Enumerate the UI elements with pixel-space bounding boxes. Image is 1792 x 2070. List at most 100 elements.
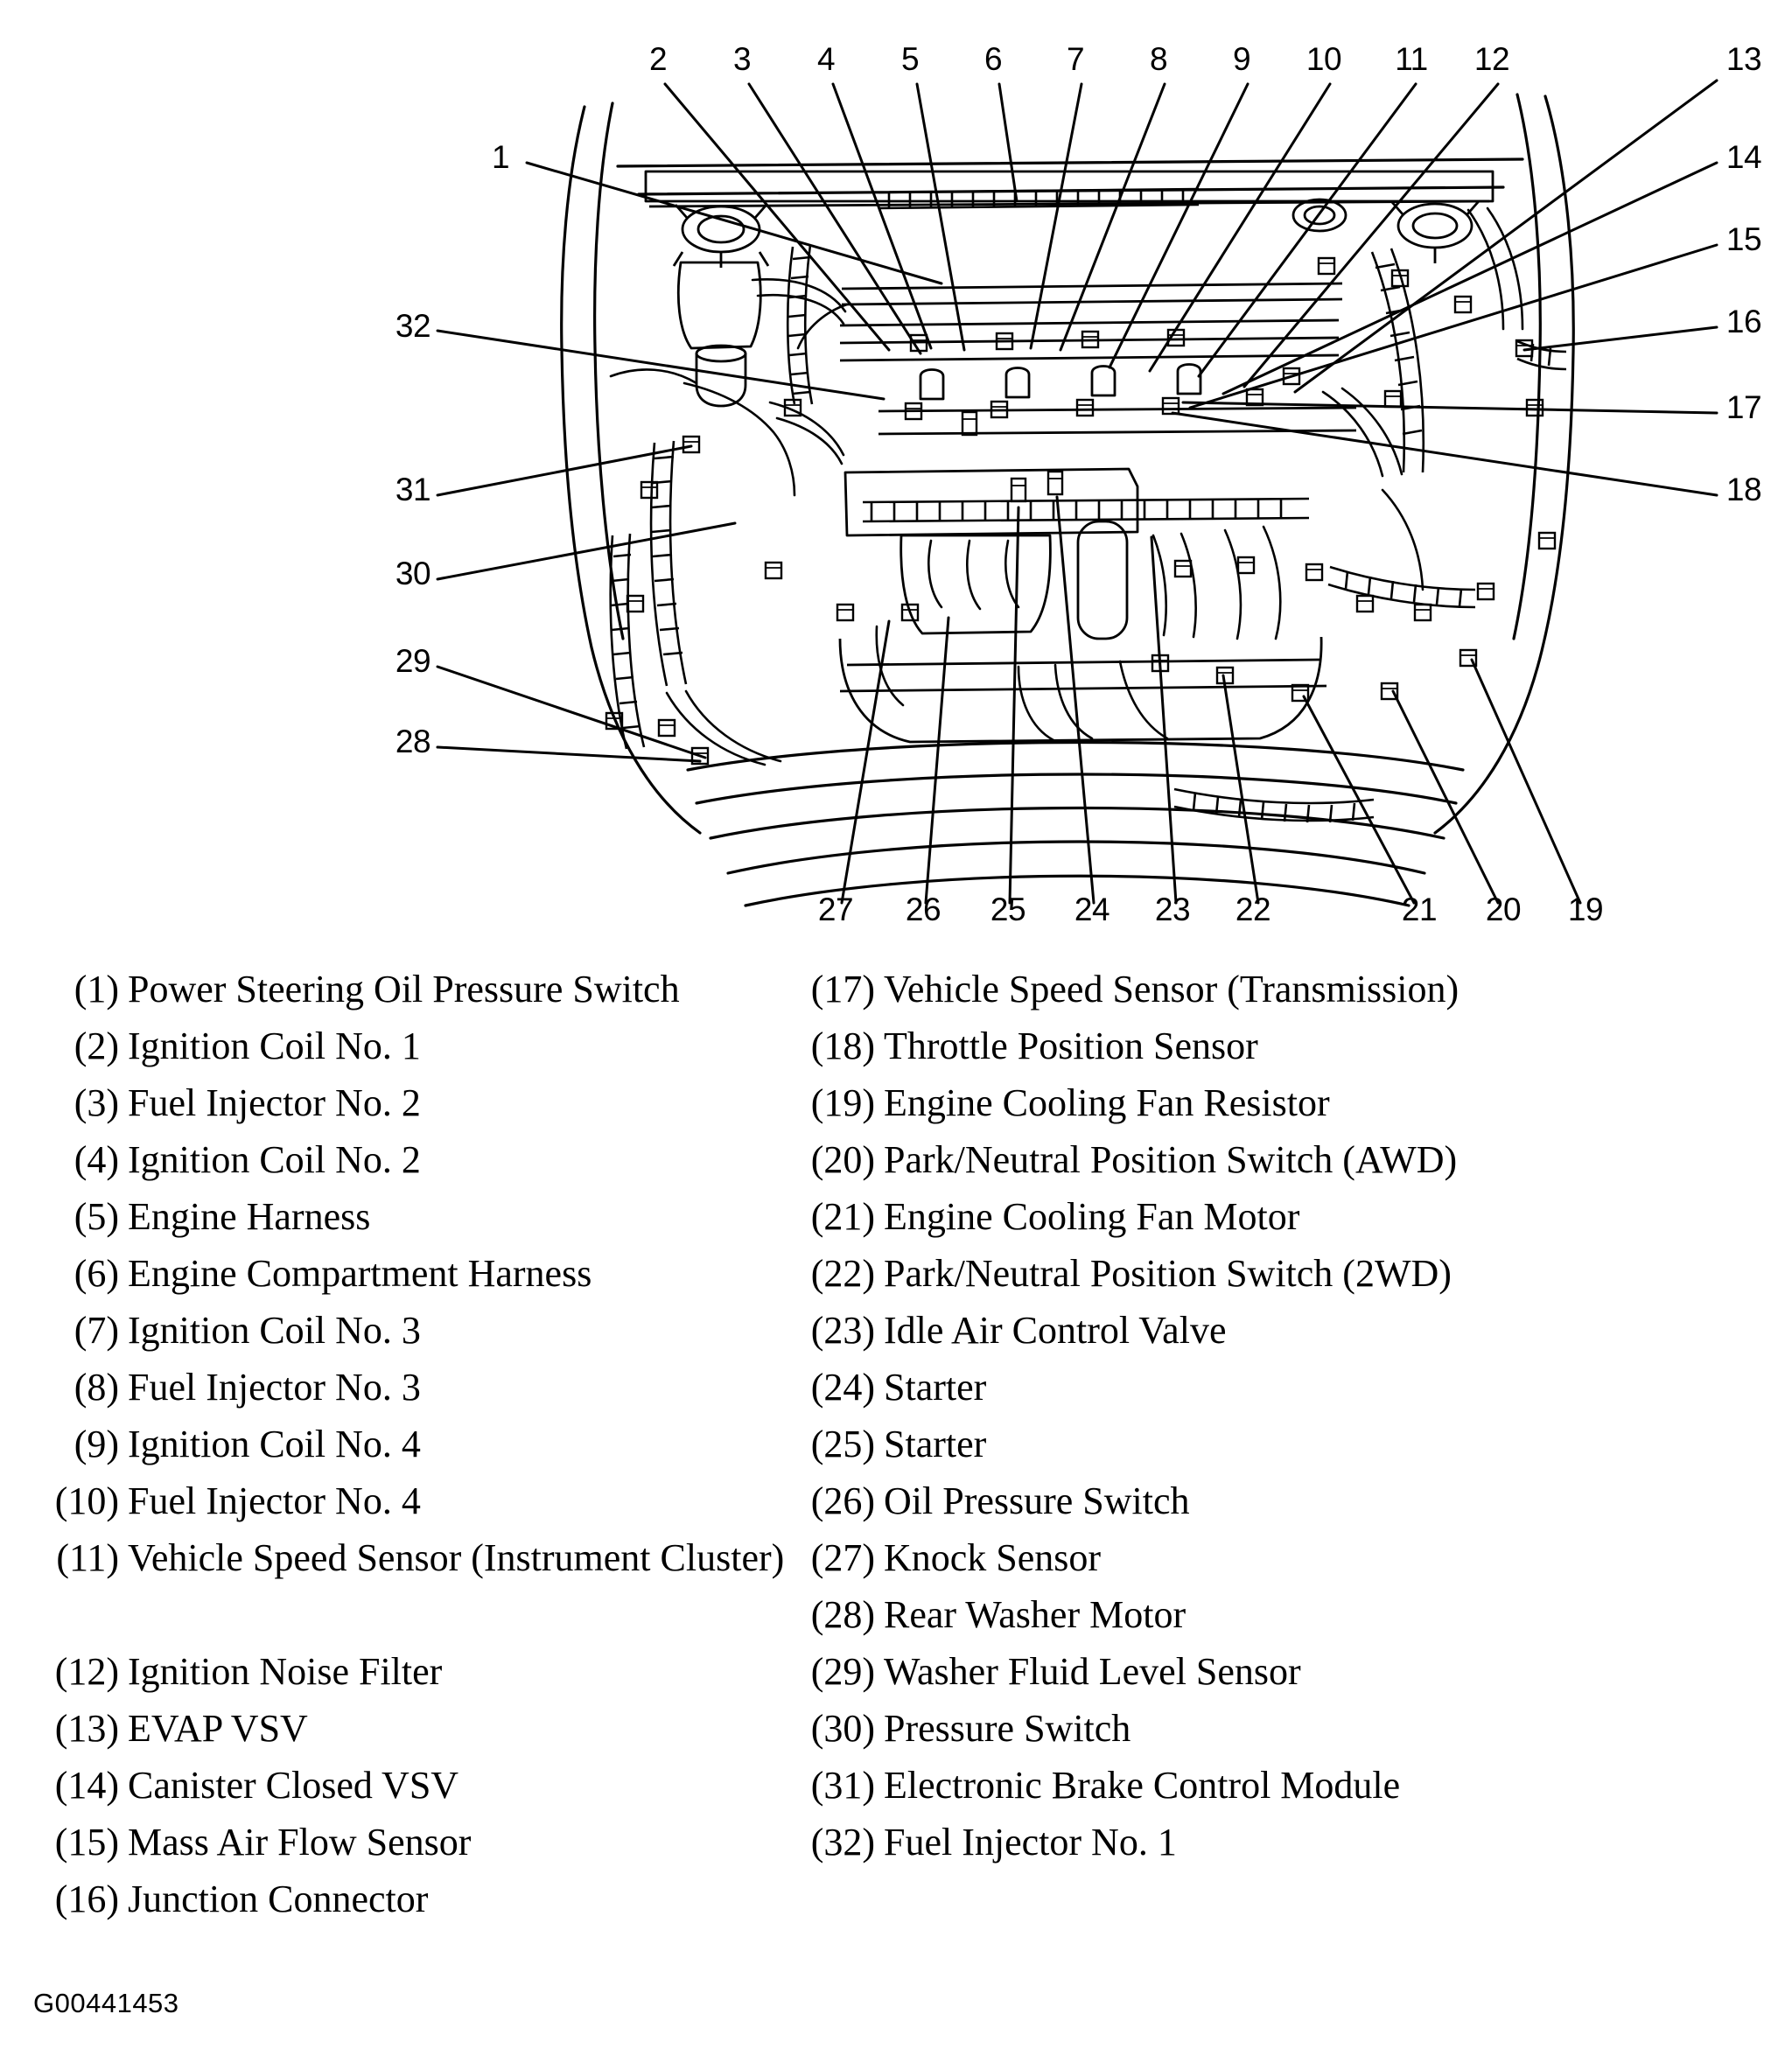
legend-label: Engine Compartment Harness [128, 1252, 592, 1295]
legend-number: (3) [74, 1081, 119, 1124]
legend-item-23: (23) Idle Air Control Valve [794, 1302, 1757, 1359]
callout-11: 11 [1395, 41, 1427, 77]
legend-item-28: (28) Rear Washer Motor [794, 1586, 1757, 1643]
callout-4: 4 [817, 41, 835, 77]
legend-item-21: (21) Engine Cooling Fan Motor [794, 1188, 1757, 1245]
callout-5: 5 [901, 41, 919, 77]
legend-label: Fuel Injector No. 3 [128, 1366, 421, 1409]
callout-6: 6 [984, 41, 1002, 77]
callout-29: 29 [396, 643, 430, 679]
legend-item-13: (13) EVAP VSV [38, 1700, 808, 1757]
legend-item-6: (6) Engine Compartment Harness [38, 1245, 808, 1302]
legend-number: (5) [74, 1195, 119, 1238]
legend-label: Pressure Switch [884, 1707, 1131, 1750]
legend-label: Idle Air Control Valve [884, 1309, 1227, 1352]
legend-label: Power Steering Oil Pressure Switch [128, 968, 680, 1011]
legend-label: Fuel Injector No. 4 [128, 1479, 421, 1522]
legend-item-8: (8) Fuel Injector No. 3 [38, 1359, 808, 1416]
callout-13: 13 [1726, 41, 1761, 77]
legend-label: Rear Washer Motor [884, 1593, 1186, 1636]
legend-item-3: (3) Fuel Injector No. 2 [38, 1074, 808, 1131]
diagram-svg: 2 3 4 5 6 7 8 9 10 11 12 13 14 15 16 17 … [396, 41, 1762, 927]
legend-item-19: (19) Engine Cooling Fan Resistor [794, 1074, 1757, 1131]
callout-3: 3 [733, 41, 751, 77]
legend-label: EVAP VSV [128, 1707, 308, 1750]
legend-item-20: (20) Park/Neutral Position Switch (AWD) [794, 1131, 1757, 1188]
engine-compartment-diagram: 2 3 4 5 6 7 8 9 10 11 12 13 14 15 16 17 … [0, 0, 1792, 936]
legend-number: (6) [74, 1252, 119, 1295]
legend-number: (18) [810, 1025, 875, 1067]
callout-14: 14 [1726, 139, 1761, 175]
legend-item-18: (18) Throttle Position Sensor [794, 1018, 1757, 1074]
legend-number: (29) [810, 1650, 875, 1693]
legend-label: Junction Connector [128, 1878, 429, 1920]
callout-28: 28 [396, 724, 430, 759]
legend-number: (9) [74, 1423, 119, 1465]
legend-item-12: (12) Ignition Noise Filter [38, 1643, 808, 1700]
legend-number: (28) [810, 1593, 875, 1636]
legend-item-7: (7) Ignition Coil No. 3 [38, 1302, 808, 1359]
legend-right-column: (17) Vehicle Speed Sensor (Transmission)… [794, 961, 1757, 1871]
figure-id: G00441453 [33, 1988, 179, 2018]
callout-23: 23 [1155, 892, 1190, 927]
legend-label: Vehicle Speed Sensor (Transmission) [884, 968, 1460, 1011]
callout-1: 1 [492, 139, 509, 175]
legend-item-24: (24) Starter [794, 1359, 1757, 1416]
callout-27: 27 [818, 892, 853, 927]
legend-number: (2) [74, 1025, 119, 1067]
wire-harness-loom [609, 187, 1567, 823]
legend-number: (14) [54, 1764, 119, 1807]
hoses-and-pipes [609, 206, 1524, 766]
legend-label: Throttle Position Sensor [884, 1025, 1258, 1067]
legend-item-32: (32) Fuel Injector No. 1 [794, 1814, 1757, 1871]
legend-number: (19) [810, 1081, 875, 1124]
legend-item-9: (9) Ignition Coil No. 4 [38, 1416, 808, 1472]
legend-number: (25) [810, 1423, 875, 1465]
callout-8: 8 [1150, 41, 1167, 77]
callout-32: 32 [396, 308, 430, 344]
legend-number: (24) [810, 1366, 875, 1409]
legend-label: Ignition Coil No. 1 [128, 1025, 421, 1067]
callout-16: 16 [1726, 304, 1761, 339]
legend-left-column: (1) Power Steering Oil Pressure Switch (… [38, 961, 808, 1927]
legend-number: (31) [810, 1764, 875, 1807]
legend-number: (32) [810, 1821, 875, 1864]
callout-19: 19 [1568, 892, 1603, 927]
callout-24: 24 [1074, 892, 1110, 927]
legend-number: (8) [74, 1366, 119, 1409]
legend-item-1: (1) Power Steering Oil Pressure Switch [38, 961, 808, 1018]
legend-item-16: (16) Junction Connector [38, 1871, 808, 1927]
callout-7: 7 [1067, 41, 1084, 77]
legend-number: (26) [810, 1479, 875, 1522]
legend-number: (11) [56, 1536, 119, 1579]
callout-10: 10 [1306, 41, 1341, 77]
legend-label: Canister Closed VSV [128, 1764, 459, 1807]
legend-label: Park/Neutral Position Switch (AWD) [884, 1138, 1458, 1181]
legend-label: Vehicle Speed Sensor (Instrument Cluster… [128, 1536, 785, 1579]
component-legend: (1) Power Steering Oil Pressure Switch (… [0, 961, 1792, 1941]
legend-number: (15) [54, 1821, 119, 1864]
legend-label: Mass Air Flow Sensor [128, 1821, 472, 1864]
legend-number: (17) [810, 968, 875, 1011]
legend-item-11: (11) Vehicle Speed Sensor (Instrument Cl… [38, 1529, 808, 1643]
legend-number: (22) [810, 1252, 875, 1295]
callout-17: 17 [1726, 389, 1761, 425]
legend-item-29: (29) Washer Fluid Level Sensor [794, 1643, 1757, 1700]
legend-label: Ignition Coil No. 3 [128, 1309, 421, 1352]
legend-number: (10) [54, 1479, 119, 1522]
legend-item-17: (17) Vehicle Speed Sensor (Transmission) [794, 961, 1757, 1018]
callout-31: 31 [396, 472, 430, 507]
legend-item-5: (5) Engine Harness [38, 1188, 808, 1245]
legend-item-26: (26) Oil Pressure Switch [794, 1472, 1757, 1529]
legend-label: Park/Neutral Position Switch (2WD) [884, 1252, 1452, 1295]
callout-12: 12 [1474, 41, 1509, 77]
legend-number: (23) [810, 1309, 875, 1352]
legend-number: (27) [810, 1536, 875, 1579]
legend-item-2: (2) Ignition Coil No. 1 [38, 1018, 808, 1074]
legend-item-4: (4) Ignition Coil No. 2 [38, 1131, 808, 1188]
legend-label: Engine Cooling Fan Resistor [884, 1081, 1330, 1124]
legend-item-31: (31) Electronic Brake Control Module [794, 1757, 1757, 1814]
legend-number: (30) [810, 1707, 875, 1750]
legend-item-10: (10) Fuel Injector No. 4 [38, 1472, 808, 1529]
legend-label: Oil Pressure Switch [884, 1479, 1190, 1522]
